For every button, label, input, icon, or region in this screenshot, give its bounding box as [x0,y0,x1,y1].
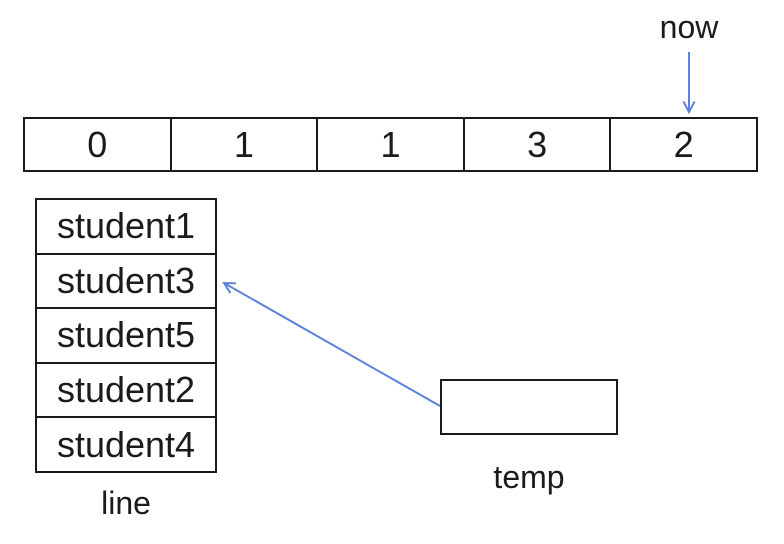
temp-box [440,379,618,435]
line-cell-1: student3 [37,252,215,308]
array-cell-0: 0 [87,123,108,165]
temp-label: temp [493,459,565,495]
array-cell-4: 2 [609,119,756,170]
array-cell-1: 1 [169,119,317,170]
count-array: 0 1 1 3 2 [23,117,758,172]
line-label: line [101,485,151,521]
line-cell-4: student4 [37,416,215,471]
array-cell-3: 3 [462,119,610,170]
line-list: student1 student3 student5 student2 stud… [35,198,217,473]
now-label: now [659,9,719,45]
temp-arrow [222,281,441,407]
line-cell-3: student2 [37,361,215,417]
array-cell-2: 1 [316,119,463,170]
line-cell-2: student5 [37,307,215,362]
line-cell-0: student1 [56,205,196,247]
